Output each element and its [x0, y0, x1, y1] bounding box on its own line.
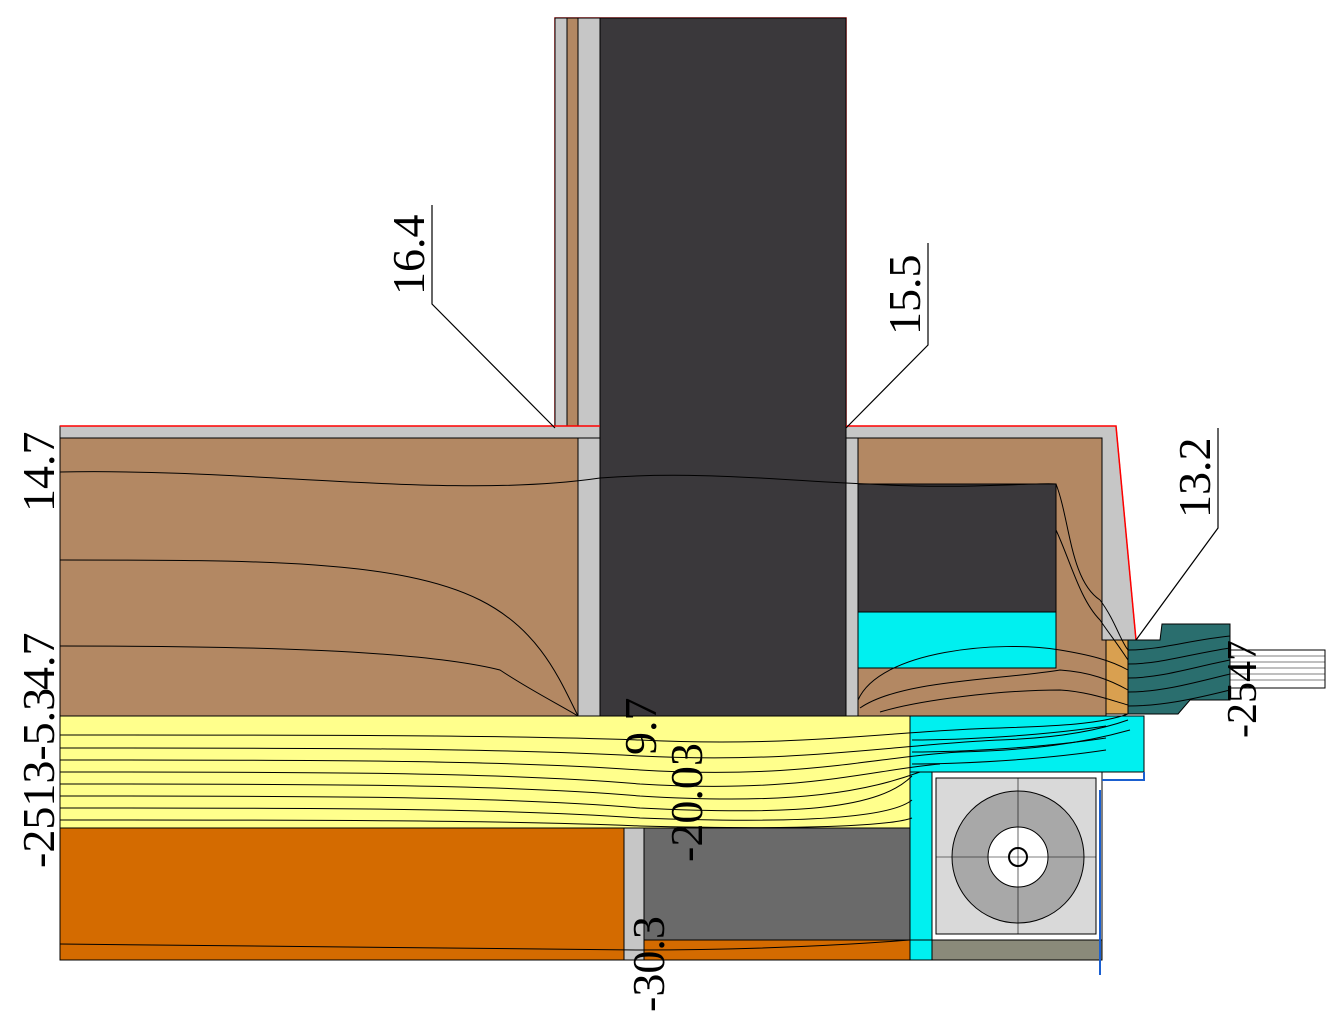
slab-right-red-edge	[846, 425, 1137, 641]
slab-right-dark-block	[857, 483, 1057, 613]
isotherm-right-a	[1055, 483, 1129, 651]
isotherm-right-d	[859, 669, 1129, 709]
floor-slab-right	[845, 425, 1137, 717]
isotherm-band-1	[59, 713, 1129, 743]
isotherm-band-8	[59, 817, 913, 829]
cyan-insulation-right	[909, 715, 1145, 773]
slab-right-plaster-column	[845, 437, 859, 717]
isotherm-right-c	[857, 646, 1129, 701]
isotherm-glazing-4	[1127, 673, 1231, 693]
temp-label-4-7: 4.7	[13, 633, 64, 691]
temp-label-overlap: -20.03	[661, 743, 712, 862]
lower-layer	[59, 827, 911, 961]
isotherm-band-7	[59, 799, 913, 821]
leader-16-4	[431, 205, 556, 429]
upper-wall-concrete-core	[599, 17, 847, 719]
slab-right-cyan-insulation	[857, 611, 1057, 669]
leader-lines	[431, 205, 1219, 641]
isotherm-lines	[59, 471, 1231, 951]
upper-wall-wood-strip	[566, 17, 579, 429]
temp-label-left-cluster: -2513-5.3	[13, 688, 64, 868]
isotherm-band-4	[59, 763, 941, 787]
isotherm-glazing-3	[1127, 659, 1231, 679]
isotherm-band-5	[59, 771, 921, 800]
temp-label-15-5: 15.5	[879, 255, 930, 336]
shutter-bottom-cyan	[909, 939, 933, 961]
isotherm-lower	[59, 939, 911, 951]
window-glazing-block	[1127, 623, 1231, 715]
upper-wall	[554, 17, 847, 719]
isotherm-right-b	[1055, 529, 1129, 661]
leader-15-5	[845, 243, 929, 429]
isotherm-glazing-1	[1127, 635, 1231, 651]
lower-grey-block	[643, 827, 911, 941]
temp-label-9-7: 9.7	[615, 698, 666, 756]
temp-label-16-4: 16.4	[383, 215, 434, 296]
window-element	[1105, 623, 1326, 715]
isotherm-upper-2	[59, 559, 579, 717]
isotherm-glazing-5	[1127, 689, 1231, 707]
window-glass-lines	[1230, 655, 1325, 681]
slab-left-top-plaster	[59, 425, 601, 439]
shutter-box-cyan-wall	[909, 771, 933, 941]
leader-13-2	[1135, 428, 1219, 641]
isotherm-band-3	[59, 729, 1131, 773]
slab-left-wood	[59, 437, 579, 717]
floor-slab-left	[59, 425, 601, 717]
isotherm-right-e	[879, 689, 1129, 713]
isotherm-14-7	[59, 471, 1057, 487]
temp-label-right-overlap: -2547	[1220, 640, 1266, 738]
temp-label-13-2: 13.2	[1169, 438, 1220, 519]
isotherm-4-7	[59, 645, 579, 717]
isotherm-cyan-3	[911, 749, 1107, 765]
isotherm-cyan-2	[911, 737, 1107, 753]
temp-label-30-3: -30.3	[623, 916, 674, 1012]
upper-wall-plaster-inner	[577, 17, 601, 429]
window-glass-pane	[1229, 649, 1326, 689]
isotherm-glazing-2	[1127, 647, 1231, 665]
brick-left	[59, 827, 625, 961]
isotherm-cyan-1	[911, 725, 1107, 741]
roller-shutter-box	[909, 771, 1145, 975]
upper-wall-plaster-strip	[554, 17, 568, 429]
shutter-box-bottom-plate	[931, 939, 1103, 961]
isotherm-band-2	[59, 719, 1129, 759]
window-sill-orange	[1105, 639, 1129, 715]
shutter-guide-rail	[1102, 772, 1145, 781]
temp-label-14-7: 14.7	[13, 432, 64, 513]
isotherm-band-6	[59, 775, 913, 812]
